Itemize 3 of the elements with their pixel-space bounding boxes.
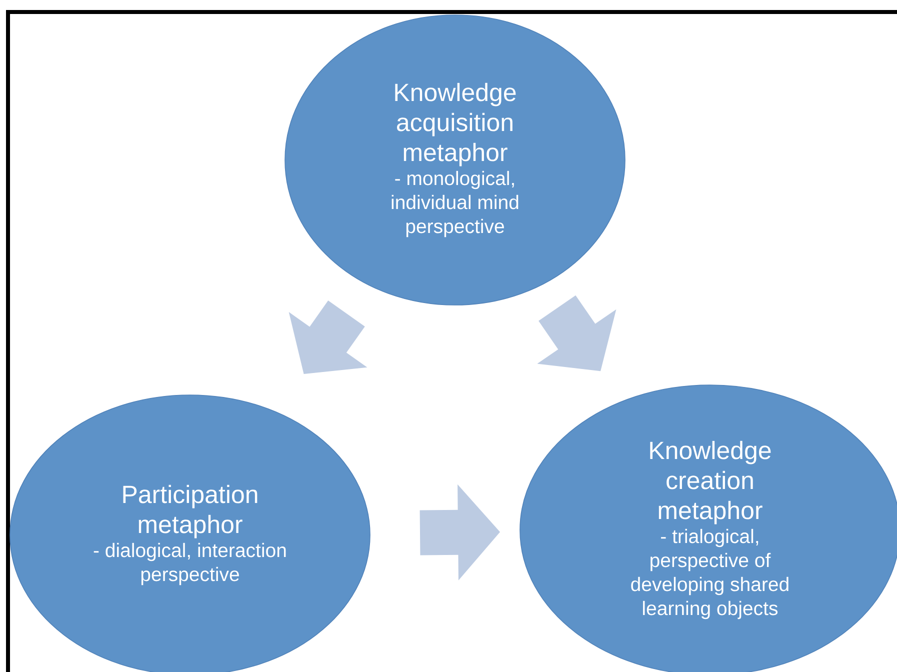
block-arrow — [288, 300, 368, 374]
block-arrow — [420, 484, 500, 580]
block-arrow — [537, 295, 616, 372]
